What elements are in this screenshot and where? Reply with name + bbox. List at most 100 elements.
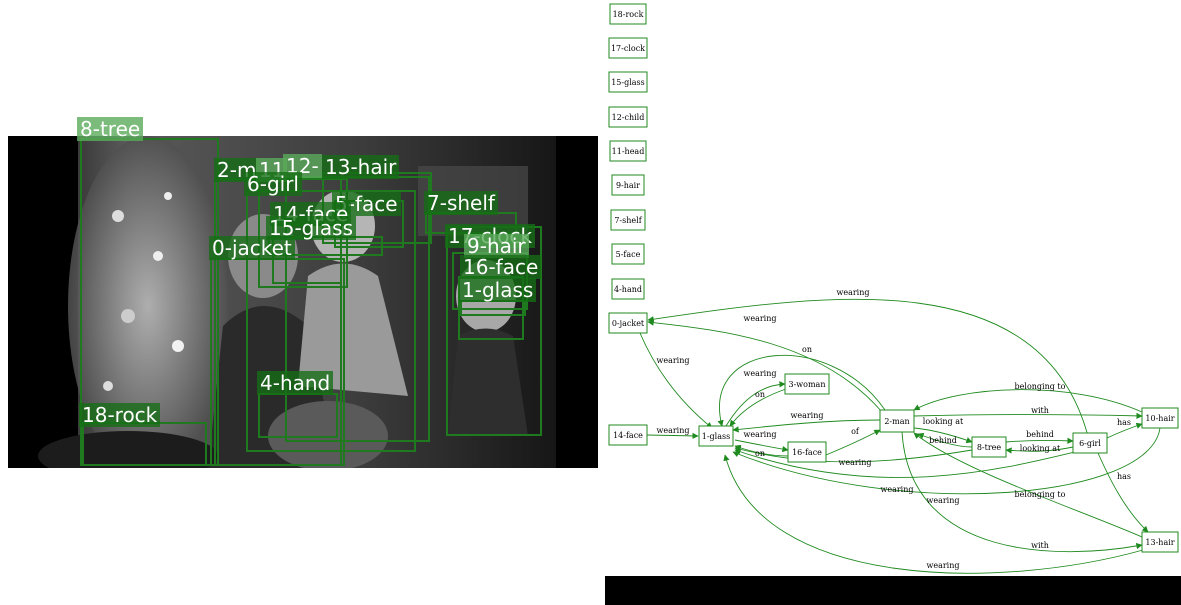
graph-edge-label: of: [851, 427, 860, 436]
graph-node-label: 3-woman: [789, 380, 826, 389]
graph-node-label: 14-face: [613, 431, 643, 440]
graph-node-label: 10-hair: [1145, 414, 1174, 423]
graph-edge-10-hair-1-glass: [732, 427, 1161, 495]
graph-node-box: [608, 71, 648, 93]
graph-edge-label: wearing: [926, 496, 959, 505]
graph-node-7-shelf: 7-shelf: [610, 209, 646, 231]
graph-node-6-girl: 6-girl: [1072, 432, 1108, 454]
graph-node-label: 5-face: [616, 250, 641, 259]
graph-node-box: [1141, 531, 1179, 553]
graph-node-box: [610, 209, 646, 231]
graph-node-label: 15-glass: [611, 78, 645, 87]
graph-node-box: [784, 373, 830, 395]
graph-node-13-hair: 13-hair: [1141, 531, 1179, 553]
graph-edge-label: has: [1117, 472, 1131, 481]
graph-edge-label: looking at: [923, 417, 964, 426]
graph-node-box: [787, 441, 827, 463]
graph-edge-label: wearing: [836, 288, 869, 297]
graph-edge-label: on: [802, 345, 812, 354]
graph-edge-1-glass-3-woman: [725, 381, 786, 427]
graph-node-box: [608, 106, 648, 128]
graph-node-17-clock: 17-clock: [608, 37, 648, 59]
graph-edge-2-man-13-hair: [901, 431, 1143, 553]
graph-edge-label: has: [1117, 418, 1131, 427]
graph-node-box: [1141, 407, 1179, 429]
graph-node-4-hand: 4-hand: [611, 278, 645, 300]
graph-edge-10-hair-2-man: [913, 389, 1143, 413]
graph-node-0-jacket: 0-jacket: [608, 312, 648, 334]
graph-node-box: [971, 436, 1007, 458]
graph-edge-1-glass-16-face: [734, 439, 789, 453]
graph-node-15-glass: 15-glass: [608, 71, 648, 93]
graph-node-label: 13-hair: [1145, 538, 1174, 547]
graph-edge-6-girl-0-jacket: [647, 298, 1089, 437]
graph-edge-0-jacket-1-glass: [639, 332, 713, 429]
graph-edge-label: belonging to: [1015, 490, 1066, 499]
graph-node-label: 18-rock: [613, 10, 644, 19]
graph-node-box: [611, 278, 645, 300]
graph-node-11-head: 11-head: [609, 140, 647, 162]
graph-edge-label: on: [755, 449, 765, 458]
bottom-bar: [605, 576, 1181, 605]
graph-edge-13-hair-2-man: [913, 432, 1143, 538]
graph-edge-label: wearing: [926, 561, 959, 570]
graph-edge-6-girl-13-hair: [1097, 452, 1149, 533]
graph-node-label: 11-head: [612, 147, 645, 156]
graph-node-1-glass: 1-glass: [698, 425, 734, 447]
graph-edge-2-man-0-jacket: [647, 319, 883, 413]
graph-node-label: 4-hand: [614, 285, 642, 294]
graph-edge-8-tree-2-man: [917, 432, 973, 448]
graph-node-box: [611, 174, 645, 196]
graph-node-3-woman: 3-woman: [784, 373, 830, 395]
graph-edge-14-face-1-glass: [646, 432, 699, 440]
graph-edge-2-man-1-glass: [717, 354, 886, 427]
graph-node-label: 1-glass: [702, 432, 730, 441]
scene-photo: [8, 136, 598, 468]
graph-node-box: [608, 37, 648, 59]
graph-edge-8-tree-1-glass: [734, 446, 973, 463]
graph-edge-label: behind: [1026, 430, 1054, 439]
graph-edge-label: belonging to: [1015, 382, 1066, 391]
graph-edge-label: wearing: [790, 411, 823, 420]
graph-edge-2-man-8-tree: [913, 427, 973, 444]
graph-node-label: 0-jacket: [612, 319, 645, 328]
graph-node-box: [608, 424, 648, 446]
graph-node-label: 7-shelf: [614, 216, 642, 225]
graph-edge-label: wearing: [656, 426, 689, 435]
graph-node-12-child: 12-child: [608, 106, 648, 128]
graph-edge-2-man-1-glass: [732, 419, 881, 433]
graph-node-label: 2-man: [884, 417, 909, 426]
graph-node-18-rock: 18-rock: [609, 3, 647, 25]
graph-node-label: 9-hair: [616, 181, 640, 190]
graph-edge-6-girl-10-hair: [1106, 422, 1143, 439]
graph-node-box: [1072, 432, 1108, 454]
graph-node-16-face: 16-face: [787, 441, 827, 463]
graph-node-label: 16-face: [792, 448, 822, 457]
graph-edge-label: with: [1031, 541, 1049, 550]
graph-edge-2-man-10-hair: [913, 412, 1143, 420]
graph-edge-label: looking at: [1020, 444, 1061, 453]
graph-node-label: 17-clock: [611, 44, 645, 53]
graph-node-label: 8-tree: [977, 443, 1002, 452]
graph-edge-16-face-2-man: [825, 429, 881, 456]
graph-edge-8-tree-6-girl: [1005, 437, 1074, 444]
graph-node-box: [609, 140, 647, 162]
graph-edge-label: wearing: [880, 485, 913, 494]
graph-node-5-face: 5-face: [611, 243, 645, 265]
graph-node-box: [608, 312, 648, 334]
graph-node-9-hair: 9-hair: [611, 174, 645, 196]
graph-edge-label: on: [755, 390, 765, 399]
graph-node-box: [609, 3, 647, 25]
graph-node-box: [611, 243, 645, 265]
graph-edge-label: wearing: [656, 356, 689, 365]
graph-node-label: 12-child: [612, 113, 645, 122]
graph-edge-3-woman-1-glass: [729, 388, 787, 427]
graph-edge-label: wearing: [743, 369, 776, 378]
graph-node-box: [698, 425, 734, 447]
graph-edge-label: with: [1031, 406, 1049, 415]
graph-edge-6-girl-8-tree: [1005, 446, 1074, 454]
graph-edge-13-hair-1-glass: [723, 454, 1144, 574]
graph-edge-label: wearing: [743, 314, 776, 323]
graph-node-box: [879, 409, 915, 433]
